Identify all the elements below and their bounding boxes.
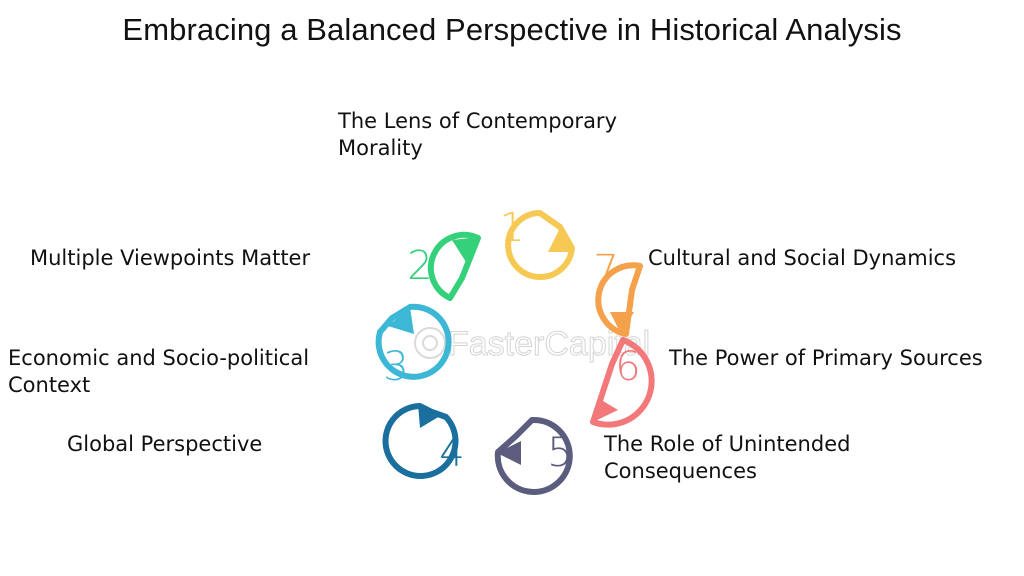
step-1-label-line1: The Lens of Contemporary [338,109,617,133]
step-7-number: 7 [593,247,618,293]
step-5-marker: 5 [494,416,573,495]
watermark-logo-icon [414,327,446,359]
step-2-label-line1: Multiple Viewpoints Matter [30,246,311,270]
step-3-label-line1: Economic and Socio-political [8,346,310,370]
step-1-number: 1 [499,205,524,251]
step-2-number: 2 [407,243,432,289]
step-3-label: Economic and Socio-political Context [8,345,338,399]
step-3-number: 3 [383,344,408,390]
step-6-number: 6 [615,344,640,390]
step-5-label: The Role of Unintended Consequences [604,431,904,485]
step-5-number: 5 [547,430,572,476]
step-3-label-line2: Context [8,373,91,397]
step-6-marker: 6 [590,337,655,428]
step-1-marker: 1 [499,205,575,280]
diagram-title: Embracing a Balanced Perspective in Hist… [122,12,902,47]
step-6-label: The Power of Primary Sources [669,345,1009,372]
step-4-number: 4 [439,430,464,476]
step-5-label-line1: The Role of Unintended [604,432,851,456]
step-1-label: The Lens of Contemporary Morality [338,108,658,162]
step-2-label: Multiple Viewpoints Matter [30,245,350,272]
step-4-marker: 4 [382,403,465,479]
step-7-marker: 7 [593,247,643,337]
step-7-label-line1: Cultural and Social Dynamics [648,246,957,270]
step-3-marker: 3 [375,303,452,390]
step-4-label: Global Perspective [67,431,327,458]
step-7-label: Cultural and Social Dynamics [648,245,988,272]
step-2-marker: 2 [407,231,481,301]
step-4-label-line1: Global Perspective [67,432,263,456]
step-6-label-line1: The Power of Primary Sources [669,346,983,370]
step-1-label-line2: Morality [338,136,423,160]
step-5-label-line2: Consequences [604,459,757,483]
